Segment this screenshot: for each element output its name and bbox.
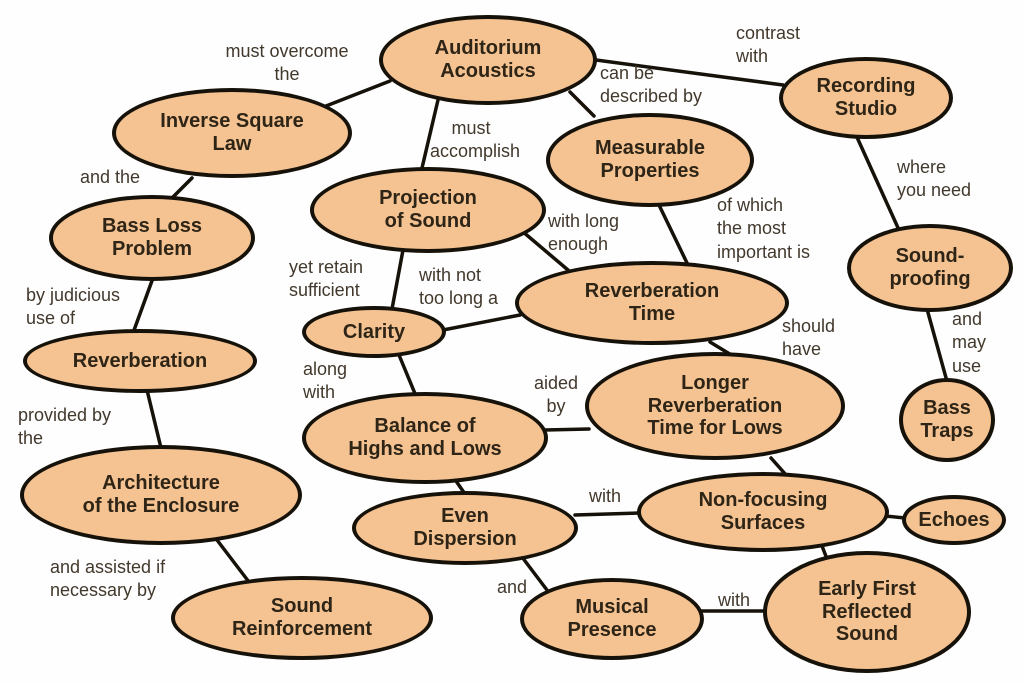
concept-node-label: Sound Reinforcement — [231, 595, 373, 640]
concept-node-label: Measurable Properties — [594, 137, 706, 182]
concept-node-label: Reverberation — [72, 349, 208, 372]
edge-aa-pos — [420, 98, 440, 170]
edge-label-must-overcome-the: must overcome the — [225, 41, 349, 85]
edge-label-yet-retain-sufficient: yet retain sufficient — [289, 257, 364, 301]
node-balance-of-highs-and-lows: Balance of Highs and Lows — [302, 392, 548, 484]
edge-pos-rt — [520, 229, 570, 272]
concept-node-label: Clarity — [342, 320, 406, 343]
concept-node-label: Even Dispersion — [413, 505, 517, 550]
concept-node-label: Auditorium Acoustics — [434, 37, 542, 82]
node-echoes: Echoes — [902, 495, 1006, 545]
edge-label-with-long-enough: with long enough — [548, 211, 620, 255]
edge-clarity-bohl — [397, 353, 418, 398]
edge-label-and-musical-presence: and — [497, 577, 528, 597]
concept-node-label: Bass Loss Problem — [101, 215, 203, 260]
edge-pos-clarity — [390, 248, 405, 311]
edge-aoe-sr — [215, 538, 251, 584]
concept-node-label: Early First Reflected Sound — [818, 577, 916, 646]
edge-mp-rt — [657, 203, 690, 267]
concept-node-label: Balance of Highs and Lows — [348, 415, 502, 460]
concept-node-label: Bass Traps — [920, 397, 974, 442]
concept-node-label: Reverberation Time — [584, 280, 720, 325]
node-non-focusing-surfaces: Non-focusing Surfaces — [637, 472, 889, 552]
node-recording-studio: Recording Studio — [779, 57, 953, 139]
node-sound-proofing: Sound- proofing — [847, 224, 1013, 312]
edge-nfs-echoes — [883, 514, 907, 520]
edge-label-where-you-need: where you need — [897, 157, 972, 201]
node-bass-loss-problem: Bass Loss Problem — [49, 195, 255, 281]
edge-bohl-lrtl — [543, 427, 591, 432]
node-even-dispersion: Even Dispersion — [352, 491, 578, 565]
concept-node-label: Echoes — [918, 508, 990, 531]
edge-label-can-be-described-by: can be described by — [600, 63, 703, 107]
edge-label-must-accomplish: must accomplish — [430, 118, 521, 162]
edge-clarity-rt — [441, 313, 522, 332]
concept-node-label: Inverse Square Law — [160, 110, 304, 155]
node-early-first-reflected-sound: Early First Reflected Sound — [763, 551, 971, 673]
edge-label-by-judicious-use-of: by judicious use of — [26, 285, 121, 329]
concept-node-label: Architecture of the Enclosure — [82, 472, 240, 517]
edge-aa-mp — [568, 90, 596, 118]
edge-label-of-which-the-most-important-is: of which the most important is — [717, 195, 811, 262]
node-reverberation-time: Reverberation Time — [515, 261, 789, 345]
edge-label-and-assisted-if-necessary-by: and assisted if necessary by — [50, 557, 166, 601]
concept-node-label: Musical Presence — [567, 596, 657, 641]
edge-aa-isl — [324, 79, 392, 108]
edge-label-along-with: along with — [303, 359, 348, 403]
concept-node-label: Non-focusing Surfaces — [698, 489, 828, 534]
edge-label-with-early-first: with — [718, 590, 751, 610]
node-bass-traps: Bass Traps — [899, 378, 995, 462]
edge-rev-aoe — [145, 388, 163, 450]
edge-label-contrast-with: contrast with — [736, 23, 801, 67]
node-measurable-properties: Measurable Properties — [546, 113, 754, 207]
edge-ed-nfs — [573, 511, 643, 517]
edge-label-with-not-too-long-a: with not too long a — [419, 265, 499, 309]
edge-aa-rs — [594, 58, 785, 87]
edge-blp-rev — [131, 276, 155, 335]
node-longer-reverberation-time-for-lows: Longer Reverberation Time for Lows — [585, 352, 845, 460]
edge-label-with-even-dispersion: with — [589, 486, 622, 506]
node-reverberation: Reverberation — [23, 329, 257, 393]
node-clarity: Clarity — [302, 306, 446, 358]
concept-node-label: Projection of Sound — [379, 187, 477, 232]
edge-sp-bt — [925, 307, 950, 387]
node-inverse-square-law: Inverse Square Law — [112, 88, 352, 178]
node-auditorium-acoustics: Auditorium Acoustics — [379, 15, 597, 105]
node-architecture-of-the-enclosure: Architecture of the Enclosure — [20, 445, 302, 545]
concept-node-label: Recording Studio — [816, 75, 916, 120]
node-projection-of-sound: Projection of Sound — [310, 167, 546, 253]
node-sound-reinforcement: Sound Reinforcement — [171, 576, 433, 660]
concept-node-label: Longer Reverberation Time for Lows — [647, 371, 783, 440]
node-musical-presence: Musical Presence — [520, 578, 704, 660]
concept-node-label: Sound- proofing — [889, 245, 971, 290]
edge-label-should-have: should have — [782, 316, 836, 360]
edge-label-and-the: and the — [80, 167, 141, 187]
edge-rs-sp — [854, 133, 901, 232]
edge-label-aided-by: aided by — [533, 373, 579, 417]
edge-label-provided-by-the: provided by the — [18, 405, 112, 449]
edge-label-and-may-use: and may use — [952, 309, 987, 376]
